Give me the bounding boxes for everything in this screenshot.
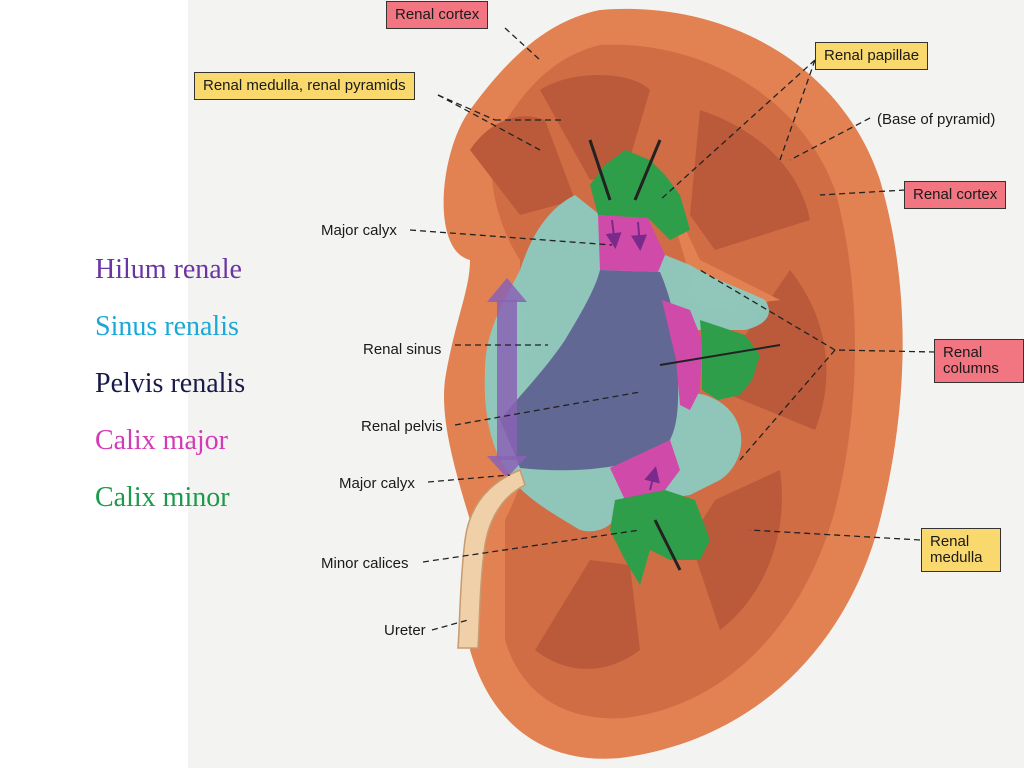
legend-hilum-renale: Hilum renale bbox=[95, 254, 242, 285]
pointer-line bbox=[653, 519, 682, 571]
papilla-arrow bbox=[605, 219, 622, 249]
label-renal-papillae: Renal papillae bbox=[815, 42, 929, 70]
pyramid-upper-left bbox=[470, 116, 575, 215]
label-base-of-pyramid: (Base of pyramid) bbox=[877, 111, 996, 128]
label-renal-medulla: Renal medulla bbox=[921, 528, 1001, 572]
label-major-calyx-upper: Major calyx bbox=[321, 222, 397, 239]
pyramid-lower-right bbox=[690, 470, 782, 630]
minor-calyx-upper-shape bbox=[590, 150, 690, 240]
leader-lines bbox=[409, 27, 936, 631]
legend-calix-minor: Calix minor bbox=[95, 482, 230, 513]
pyramid-lower bbox=[535, 560, 640, 669]
legend-sinus-renalis: Sinus renalis bbox=[95, 311, 239, 342]
pyramid-upper-right bbox=[690, 110, 810, 250]
label-renal-sinus: Renal sinus bbox=[363, 341, 442, 358]
pointer-line bbox=[633, 139, 662, 201]
ureter-shape bbox=[457, 469, 526, 649]
minor-calyx-right-shape bbox=[700, 320, 760, 400]
pointer-line bbox=[588, 139, 612, 201]
label-ureter: Ureter bbox=[384, 622, 426, 639]
label-renal-cortex-top: Renal cortex bbox=[386, 1, 489, 29]
renal-pelvis-shape bbox=[500, 270, 679, 471]
label-renal-pelvis: Renal pelvis bbox=[361, 418, 443, 435]
pointer-line bbox=[659, 344, 781, 366]
label-minor-calices: Minor calices bbox=[321, 555, 409, 572]
hilum-double-arrow bbox=[487, 278, 527, 478]
pyramid-right bbox=[730, 270, 827, 430]
label-renal-cortex-right: Renal cortex bbox=[904, 181, 1007, 209]
minor-calyx-lower-shape bbox=[610, 490, 710, 585]
major-calyx-right-shape bbox=[662, 300, 702, 410]
papilla-arrow bbox=[631, 221, 648, 251]
label-renal-columns: Renal columns bbox=[934, 339, 1024, 383]
label-major-calyx-lower: Major calyx bbox=[339, 475, 415, 492]
legend-calix-major: Calix major bbox=[95, 425, 228, 456]
papilla-arrow bbox=[644, 466, 660, 491]
label-renal-medulla-pyramids: Renal medulla, renal pyramids bbox=[194, 72, 415, 100]
legend-pelvis-renalis: Pelvis renalis bbox=[95, 368, 246, 399]
